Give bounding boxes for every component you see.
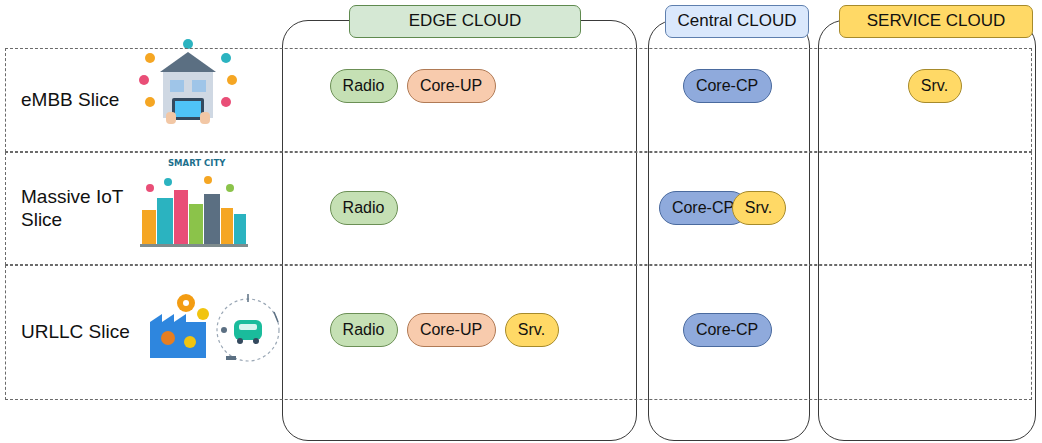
factory-car-icon-part bbox=[197, 308, 209, 320]
function-pill: Core-CP bbox=[683, 313, 772, 347]
slice-label: URLLC Slice bbox=[21, 321, 130, 344]
factory-car-icon-part bbox=[161, 331, 175, 345]
cloud-header-tab: EDGE CLOUD bbox=[349, 5, 581, 38]
smart-city-icon-part bbox=[234, 214, 246, 246]
smart-city-icon-part bbox=[174, 190, 188, 246]
factory-car-icon-part bbox=[217, 299, 279, 361]
smart-city-icon-part bbox=[226, 184, 234, 192]
factory-car-icon-part bbox=[239, 324, 257, 330]
slice-band: URLLC Slice bbox=[5, 265, 1032, 400]
smart-city-icon-part bbox=[189, 204, 203, 246]
factory-car-icon-part bbox=[184, 336, 196, 348]
slice-band: Massive IoT Slice bbox=[5, 152, 1032, 265]
factory-car-icon-part bbox=[183, 300, 189, 306]
factory-car-icon bbox=[150, 294, 279, 361]
cloud-column: Srv.SERVICE CLOUD bbox=[818, 20, 1036, 441]
smart-city-icon-part bbox=[146, 184, 154, 192]
smart-city-icon-part bbox=[140, 244, 248, 247]
function-pill: Core-UP bbox=[407, 313, 496, 347]
factory-car-icon-part bbox=[253, 338, 259, 344]
smart-home-icon-part bbox=[172, 98, 204, 120]
function-name: Radio bbox=[343, 77, 385, 95]
cloud-header-tab: Central CLOUD bbox=[665, 5, 809, 38]
cloud-title: Central CLOUD bbox=[677, 11, 796, 31]
function-name: Radio bbox=[343, 199, 385, 217]
smart-home-icon-part bbox=[139, 75, 149, 85]
smart-home-icon-part bbox=[200, 112, 210, 124]
smart-city-icon bbox=[140, 176, 248, 247]
cloud-column: RadioCore-UPRadioRadioCore-UPSrv.EDGE CL… bbox=[282, 20, 637, 441]
slice-label: eMBB Slice bbox=[21, 89, 119, 112]
factory-car-icon-part bbox=[237, 338, 243, 344]
cloud-header-tab: SERVICE CLOUD bbox=[839, 5, 1033, 38]
smart-home-icon-part bbox=[163, 72, 213, 118]
factory-car-icon-part bbox=[221, 327, 227, 333]
smart-city-icon-part bbox=[204, 194, 220, 246]
function-name: Radio bbox=[343, 321, 385, 339]
function-pill: Srv. bbox=[908, 69, 962, 103]
function-name: Core-UP bbox=[420, 321, 482, 339]
function-pill: Radio bbox=[330, 191, 398, 225]
factory-car-icon-part bbox=[274, 312, 278, 322]
function-pill: Srv. bbox=[732, 191, 786, 225]
function-name: Core-CP bbox=[672, 199, 734, 217]
function-pill: Radio bbox=[330, 69, 398, 103]
smart-home-icon-part bbox=[145, 53, 155, 63]
factory-car-icon-part bbox=[226, 356, 236, 360]
smart-city-icon-part bbox=[157, 198, 173, 246]
function-pill: Core-CP bbox=[683, 69, 772, 103]
cloud-title: SERVICE CLOUD bbox=[867, 11, 1006, 31]
function-name: Core-CP bbox=[696, 77, 758, 95]
function-name: Srv. bbox=[745, 199, 772, 217]
factory-car-icon-part bbox=[234, 320, 262, 340]
slice-band: eMBB Slice bbox=[5, 48, 1032, 152]
function-pill: Radio bbox=[330, 313, 398, 347]
cloud-column: Core-CPCore-CPSrv.Core-CPCentral CLOUD bbox=[648, 20, 810, 441]
smart-home-icon-part bbox=[221, 53, 231, 63]
factory-car-icon-part bbox=[150, 314, 206, 358]
function-pill: Srv. bbox=[505, 313, 559, 347]
smart-city-icon-part bbox=[204, 176, 212, 184]
factory-car-icon-part bbox=[177, 294, 195, 312]
smart-home-icon-part bbox=[227, 75, 237, 85]
smart-city-icon-part bbox=[142, 210, 156, 246]
function-name: Srv. bbox=[921, 77, 948, 95]
cloud-title: EDGE CLOUD bbox=[409, 11, 521, 31]
slice-label: Massive IoT Slice bbox=[21, 186, 139, 232]
smart-home-icon-part bbox=[192, 80, 206, 92]
smart-city-icon-part bbox=[221, 208, 233, 246]
function-name: Srv. bbox=[518, 321, 545, 339]
smart-home-icon bbox=[139, 39, 237, 124]
function-name: Core-CP bbox=[696, 321, 758, 339]
smart-home-icon-part bbox=[170, 80, 184, 92]
smart-home-icon-part bbox=[145, 97, 155, 107]
function-name: Core-UP bbox=[420, 77, 482, 95]
smart-home-icon-part bbox=[166, 112, 176, 124]
function-pill: Core-UP bbox=[407, 69, 496, 103]
smart-home-icon-part bbox=[175, 101, 201, 117]
smart-home-icon-part bbox=[160, 52, 216, 72]
factory-car-icon-part bbox=[247, 294, 249, 302]
icon-caption: SMART CITY bbox=[168, 158, 225, 168]
smart-home-icon-part bbox=[221, 97, 231, 107]
smart-city-icon-part bbox=[164, 178, 172, 186]
